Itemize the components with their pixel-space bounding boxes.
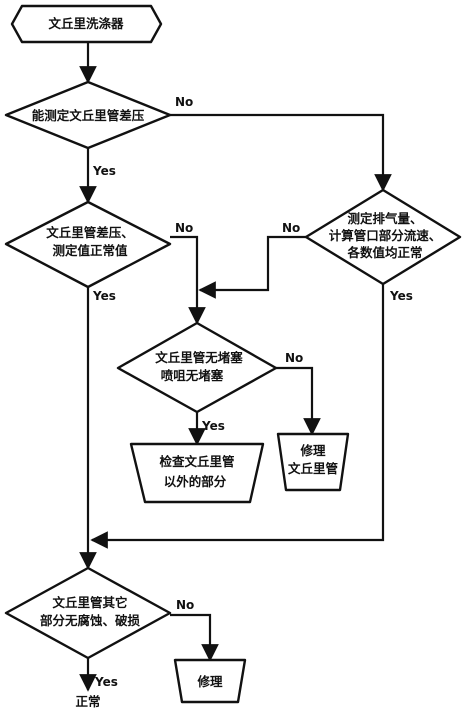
end-normal-label: 正常 [75,694,100,709]
decision-dp-normal-line2: 测定值正常值 [52,243,128,258]
decision-no-corrosion-line1: 文丘里管其它 [52,595,127,610]
edge-d5-no [170,613,219,662]
process-check-other-parts-line2: 以外的部分 [164,474,227,489]
d4-yes-label: Yes [201,419,225,433]
process-check-other-parts-line1: 检查文丘里管 [159,454,234,469]
process-check-other-parts [129,442,265,504]
d2-no-label: No [175,221,193,235]
d5-no-label: No [176,598,194,612]
edge-d4-no [276,366,321,436]
decision-exhaust-normal-line1: 测定排气量、 [347,211,422,226]
decision-exhaust-normal [304,188,462,286]
decision-no-clog-line2: 喷咀无堵塞 [161,368,224,383]
d1-yes-label: Yes [92,164,116,178]
decision-measure-venturi-dp [4,80,172,150]
start-node [10,4,163,44]
process-repair-venturi-line2: 文丘里管 [288,461,338,476]
process-repair-venturi [276,432,350,492]
decision-measure-venturi-dp-label: 能测定文丘里管差压 [32,108,145,123]
decision-no-corrosion [4,566,172,660]
decision-no-clog [116,321,278,414]
d5-yes-label: Yes [94,675,118,689]
decision-exhaust-normal-line2: 计算管口部分流速、 [329,228,442,243]
d4-no-label: No [285,351,303,365]
d1-no-label: No [175,95,193,109]
process-repair-label: 修理 [196,674,223,689]
d3-yes-label: Yes [389,289,413,303]
d3-no-label: No [282,221,300,235]
decision-no-corrosion-line2: 部分无腐蚀、破损 [40,613,141,628]
decision-exhaust-normal-line3: 各数值均正常 [346,245,422,260]
edge-d3-no [198,235,308,299]
edge-d3-yes [90,284,385,549]
edge-d1-no [170,113,392,192]
decision-dp-normal [4,200,172,289]
decision-no-clog-line1: 文丘里管无堵塞 [155,350,243,365]
start-label: 文丘里洗涤器 [48,16,124,31]
decision-dp-normal-line1: 文丘里管差压、 [46,225,134,240]
edge-d2-no [170,235,206,325]
process-repair-venturi-line1: 修理 [299,443,326,458]
process-repair [173,658,247,704]
d2-yes-label: Yes [92,289,116,303]
